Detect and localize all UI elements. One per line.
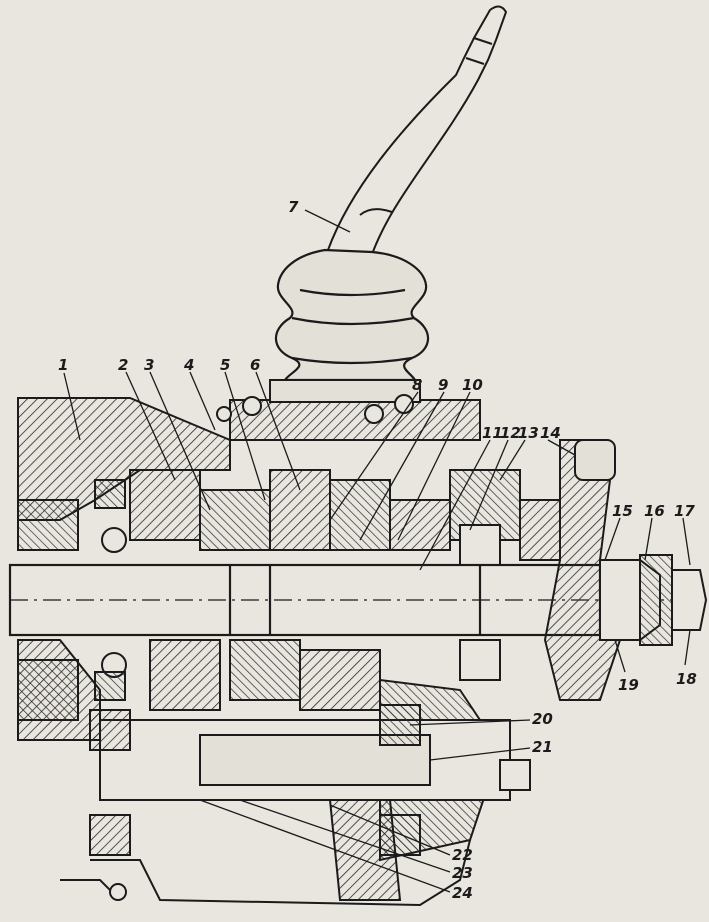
callout-6: 6	[250, 356, 260, 374]
callout-16: 16	[644, 502, 665, 520]
callout-12: 12	[500, 424, 521, 442]
callout-18: 18	[676, 670, 697, 688]
gear-lever	[326, 5, 508, 262]
callout-3: 3	[144, 356, 154, 374]
callout-19: 19	[618, 676, 639, 694]
callout-14: 14	[540, 424, 561, 442]
output-flange	[543, 439, 708, 701]
callout-15: 15	[612, 502, 633, 520]
gear-cluster-upper	[129, 469, 561, 566]
main-shaft	[8, 563, 700, 637]
callout-10: 10	[462, 376, 483, 394]
oil-pan	[60, 839, 471, 907]
callout-21: 21	[532, 738, 553, 756]
callout-labels: 1 2 3 4 5 6 7 8 9 10 11 12 13 14 15 16 1…	[58, 198, 697, 902]
bearings-left	[94, 479, 127, 701]
callout-7: 7	[288, 198, 299, 216]
callout-24: 24	[452, 884, 473, 902]
callout-13: 13	[518, 424, 539, 442]
callout-11: 11	[482, 424, 503, 442]
callout-20: 20	[532, 710, 553, 728]
callout-22: 22	[452, 846, 473, 864]
callout-23: 23	[452, 864, 473, 882]
gearbox-casing-left	[17, 397, 231, 741]
callout-9: 9	[438, 376, 448, 394]
callout-1: 1	[58, 356, 68, 374]
housing-cover	[216, 379, 481, 441]
countershaft	[89, 704, 531, 901]
lever-boot	[274, 248, 430, 382]
callout-17: 17	[674, 502, 695, 520]
callout-5: 5	[220, 356, 230, 374]
callout-8: 8	[412, 376, 422, 394]
callout-4: 4	[183, 356, 194, 374]
callout-2: 2	[118, 356, 128, 374]
leader-lines	[63, 209, 691, 893]
